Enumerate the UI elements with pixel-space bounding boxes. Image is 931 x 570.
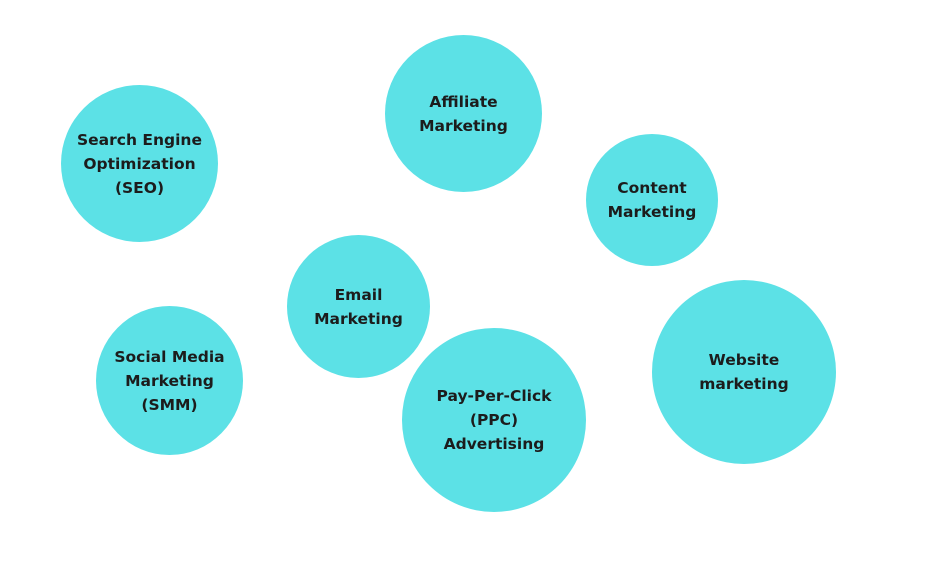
label-line: Affiliate [429, 92, 498, 111]
bubble-affiliate-marketing: Affiliate Marketing [385, 35, 542, 192]
label-line: Marketing [125, 371, 214, 390]
label-line: Advertising [443, 435, 545, 453]
label-line: Email [334, 285, 383, 304]
bubble-seo: Search Engine Optimization (SEO) [61, 85, 218, 242]
bubble-label-affiliate: Affiliate Marketing [419, 90, 508, 138]
label-line: Social Media [114, 347, 225, 366]
bubble-label-website: Website marketing [699, 348, 789, 396]
label-line: Search Engine [77, 130, 202, 149]
label-line: Marketing [314, 309, 403, 328]
bubble-content-marketing: Content Marketing [586, 134, 718, 266]
bubble-label-seo: Search Engine Optimization (SEO) [77, 128, 202, 200]
label-line: Content [617, 179, 687, 197]
bubble-label-ppc: Pay-Per-Click (PPC) Advertising [437, 384, 552, 456]
bubble-website-marketing: Website marketing [652, 280, 836, 464]
label-line: (SMM) [141, 395, 198, 414]
label-line: marketing [699, 375, 789, 393]
bubble-social-media-marketing: Social Media Marketing (SMM) [96, 306, 243, 455]
label-line: Pay-Per-Click [436, 387, 552, 405]
bubble-label-email: Email Marketing [314, 283, 403, 331]
bubble-email-marketing: Email Marketing [287, 235, 430, 378]
label-line: (SEO) [114, 178, 165, 197]
label-line: (PPC) [469, 411, 519, 429]
label-line: Marketing [607, 203, 697, 221]
label-line: Marketing [419, 116, 508, 135]
bubble-label-smm: Social Media Marketing (SMM) [114, 345, 224, 417]
bubble-label-content: Content Marketing [608, 176, 697, 224]
label-line: Optimization [83, 154, 196, 173]
bubble-ppc-advertising: Pay-Per-Click (PPC) Advertising [402, 328, 586, 512]
label-line: Website [708, 351, 780, 369]
